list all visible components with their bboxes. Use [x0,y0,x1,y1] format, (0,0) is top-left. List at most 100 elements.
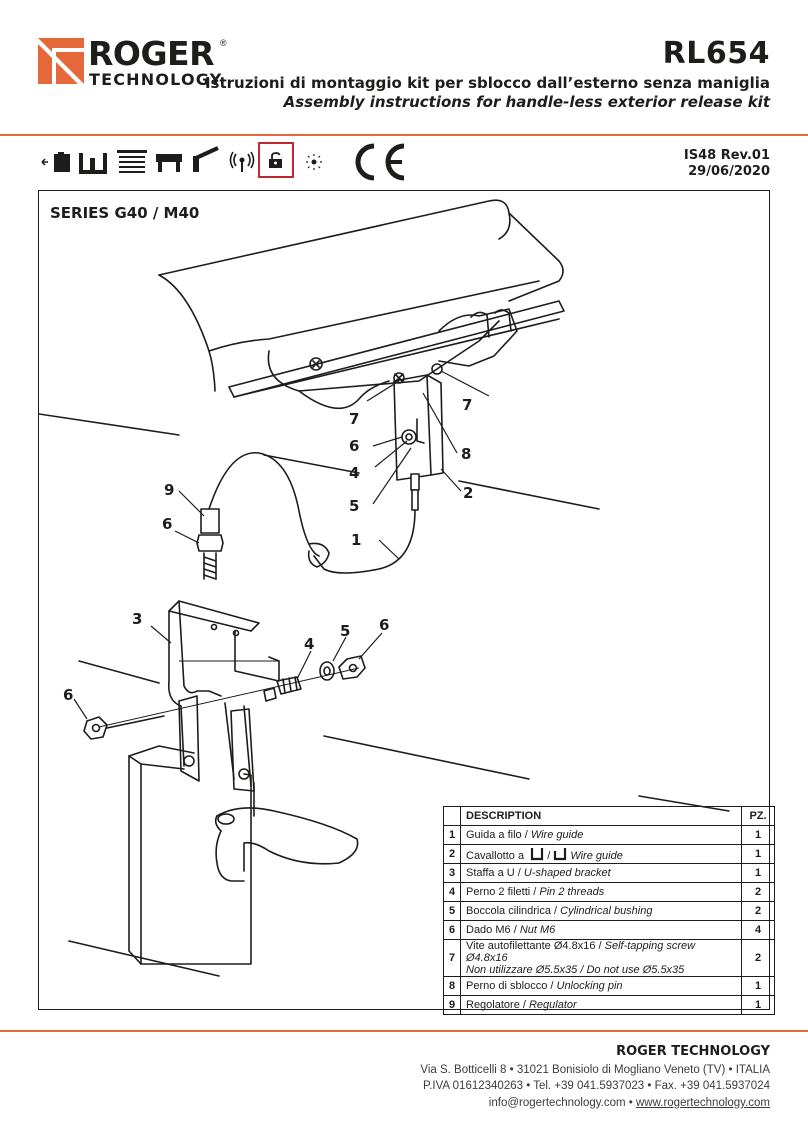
row-description: Perno 2 filetti / Pin 2 threads [460,882,742,902]
footer-divider [0,1030,808,1032]
row-qty: 1 [741,995,775,1015]
footer-vat-phone: P.IVA 01612340263 • Tel. +39 041.5937023… [423,1080,770,1092]
row-number: 9 [443,995,461,1015]
logo-mark-icon [38,38,84,84]
desc-en: Self-tapping screw Ø4.8x16 [466,940,696,964]
logo-registered: ® [220,38,227,48]
bench-icon [156,154,182,172]
callout-6-nut-left: 6 [63,686,74,704]
row-number: 6 [443,920,461,940]
callout-6-regulator: 6 [162,515,173,533]
doc-code: IS48 Rev.01 [683,148,770,163]
lock-icon [269,152,282,168]
desc-en: U-shaped bracket [523,867,611,879]
row-qty: 2 [741,939,775,977]
callout-7-left: 7 [349,410,360,428]
callout-9: 9 [164,481,175,499]
parts-table: DESCRIPTION PZ. 1 Guida a filo / Wire gu… [443,806,775,1015]
radio-icon [229,151,255,172]
table-header-description: DESCRIPTION [460,806,742,826]
desc-en: Unlocking pin [556,980,623,992]
u-bolt-icon [531,847,544,860]
brand-logo: ROGER ® TECHNOLOGY [38,34,228,89]
logo-text-technology: TECHNOLOGY [89,70,223,89]
row-description: Guida a filo / Wire guide [460,825,742,845]
desc-it: Regolatore / [466,999,529,1011]
desc-it: Boccola cilindrica / [466,905,561,917]
u-bolt-alt-icon [554,847,567,860]
desc-en: Pin 2 threads [539,886,605,898]
sensor-icon [306,154,322,170]
footer-sep: • [625,1097,636,1109]
swing-barrier-icon [193,146,219,172]
footer-website-link[interactable]: www.rogertechnology.com [635,1097,770,1109]
product-icons [40,142,340,182]
footer-address: Via S. Botticelli 8 • 31021 Bonisiolo di… [420,1064,770,1076]
doc-date: 29/06/2020 [688,164,770,179]
table-row: 2 Cavallotto a / Wire guide 1 [443,844,775,864]
desc-it: Dado M6 / [466,924,520,936]
lock-icon-highlight [258,142,294,178]
desc-en: Wire guide [570,849,623,862]
row-description: Dado M6 / Nut M6 [460,920,742,940]
row-description: Cavallotto a / Wire guide [460,844,742,864]
row-qty: 1 [741,976,775,996]
ce-mark-icon [355,143,405,181]
callout-5-bushing: 5 [340,622,351,640]
table-row: 9 Regolatore / Regulator 1 [443,995,775,1015]
row-number: 5 [443,901,461,921]
table-header-qty: PZ. [741,806,775,826]
table-row: 5 Boccola cilindrica / Cylindrical bushi… [443,901,775,921]
model-number: RL654 [662,36,770,71]
row-number: 8 [443,976,461,996]
desc-en: Regulator [528,999,577,1011]
title-italian: Istruzioni di montaggio kit per sblocco … [204,74,770,92]
series-title: SERIES G40 / M40 [50,204,200,222]
drawing-frame [38,190,770,1010]
desc-en: Cylindrical bushing [560,905,653,917]
table-row: 3 Staffa a U / U-shaped bracket 1 [443,863,775,883]
document-revision: IS48 Rev.01 29/06/2020 [684,148,770,180]
callout-1: 1 [351,531,362,549]
table-row: 1 Guida a filo / Wire guide 1 [443,825,775,845]
table-row: 8 Perno di sblocco / Unlocking pin 1 [443,976,775,996]
desc-it: Cavallotto a [466,849,525,862]
table-header-num [443,806,461,826]
title-english: Assembly instructions for handle-less ex… [283,93,770,111]
desc-it: Staffa a U / [466,867,524,879]
row-qty: 1 [741,844,775,864]
logo-text-roger: ROGER [88,34,215,73]
callout-6-top: 6 [349,437,360,455]
desc-en: Nut M6 [519,924,556,936]
barrier-post-icon [79,153,107,174]
table-header-row: DESCRIPTION PZ. [443,806,775,826]
callout-5-top: 5 [349,497,360,515]
footer-contacts: info@rogertechnology.com • www.rogertech… [489,1097,770,1109]
callout-7-right: 7 [462,396,473,414]
row-number: 1 [443,825,461,845]
footer-email[interactable]: info@rogertechnology.com [488,1097,626,1109]
header-divider [0,134,808,136]
table-row: 7 Vite autofilettante Ø4.8x16 / Self-tap… [443,939,775,977]
desc-it: Guida a filo / [466,829,531,841]
table-row: 6 Dado M6 / Nut M6 4 [443,920,775,940]
row-qty: 1 [741,863,775,883]
row-description: Perno di sblocco / Unlocking pin [460,976,742,996]
callout-4-pin: 4 [304,635,315,653]
table-row: 4 Perno 2 filetti / Pin 2 threads 2 [443,882,775,902]
desc-en-note: Do not use Ø5.5x35 [586,964,685,976]
callout-2: 2 [463,484,474,502]
row-description: Staffa a U / U-shaped bracket [460,863,742,883]
row-description: Boccola cilindrica / Cylindrical bushing [460,901,742,921]
callout-6-nut-right: 6 [379,616,390,634]
row-qty: 2 [741,882,775,902]
desc-it: Perno 2 filetti / [466,886,540,898]
desc-it: Vite autofilettante Ø4.8x16 / [466,940,605,952]
row-qty: 4 [741,920,775,940]
ce-mark: CE [350,140,408,184]
row-description: Regolatore / Regulator [460,995,742,1015]
row-description: Vite autofilettante Ø4.8x16 / Self-tappi… [460,939,742,977]
row-qty: 2 [741,901,775,921]
gate-slide-icon [41,152,70,172]
desc-it-note: Non utilizzare Ø5.5x35 / [466,964,587,976]
